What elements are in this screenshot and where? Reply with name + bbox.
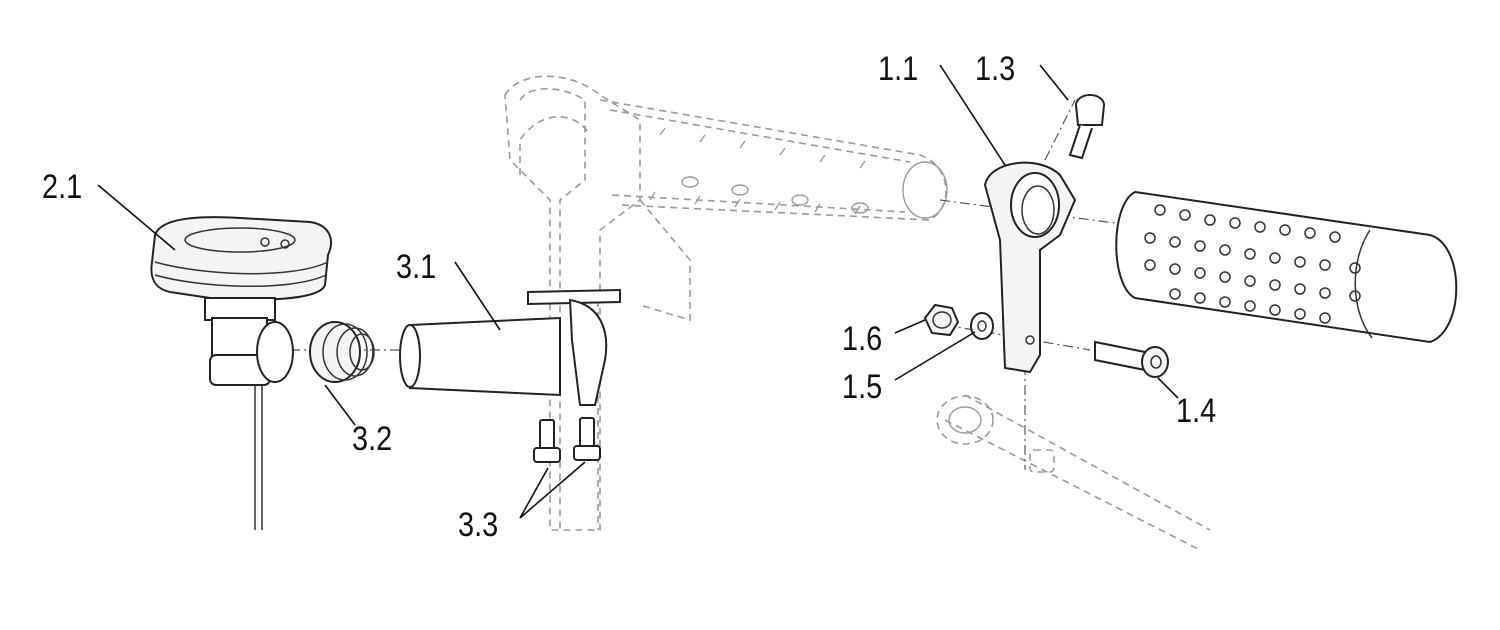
- nut-1-6: [923, 303, 960, 337]
- leader-1-3: [1039, 64, 1069, 101]
- leader-1-1: [939, 64, 1006, 166]
- throttle-tube-3-1: [399, 288, 621, 406]
- leader-lines: [97, 64, 1179, 519]
- leader-1-6: [894, 319, 926, 334]
- label-2-1: 2.1: [42, 168, 83, 206]
- leader-1-4: [1157, 377, 1179, 399]
- clamp-bracket-1-1: [983, 161, 1077, 374]
- leader-3-3-a: [519, 467, 549, 519]
- leader-2-1: [97, 184, 176, 251]
- screws-3-3: [533, 417, 601, 463]
- spring-part-3-2: [309, 321, 375, 383]
- label-3-3: 3.3: [458, 506, 499, 544]
- leader-1-5: [894, 331, 976, 381]
- label-3-2: 3.2: [352, 420, 393, 458]
- grip-texture-ghost: [649, 127, 869, 215]
- lower-bar-ghost: [936, 394, 1211, 551]
- controller-display-2-1: [150, 216, 332, 530]
- leader-3-1: [454, 261, 501, 331]
- leader-3-2: [324, 384, 356, 426]
- label-1-3: 1.3: [975, 50, 1016, 88]
- label-1-6: 1.6: [842, 320, 883, 358]
- washer-1-5: [970, 312, 994, 340]
- label-3-1: 3.1: [396, 248, 437, 286]
- leader-3-3-b: [519, 461, 586, 519]
- grip: [1115, 190, 1458, 344]
- bolt-1-4: [1094, 340, 1169, 378]
- label-1-1: 1.1: [878, 50, 919, 88]
- top-screw-1-3: [1068, 94, 1105, 160]
- label-1-5: 1.5: [842, 368, 883, 406]
- label-1-4: 1.4: [1176, 392, 1217, 430]
- grip-dimples: [1144, 204, 1361, 324]
